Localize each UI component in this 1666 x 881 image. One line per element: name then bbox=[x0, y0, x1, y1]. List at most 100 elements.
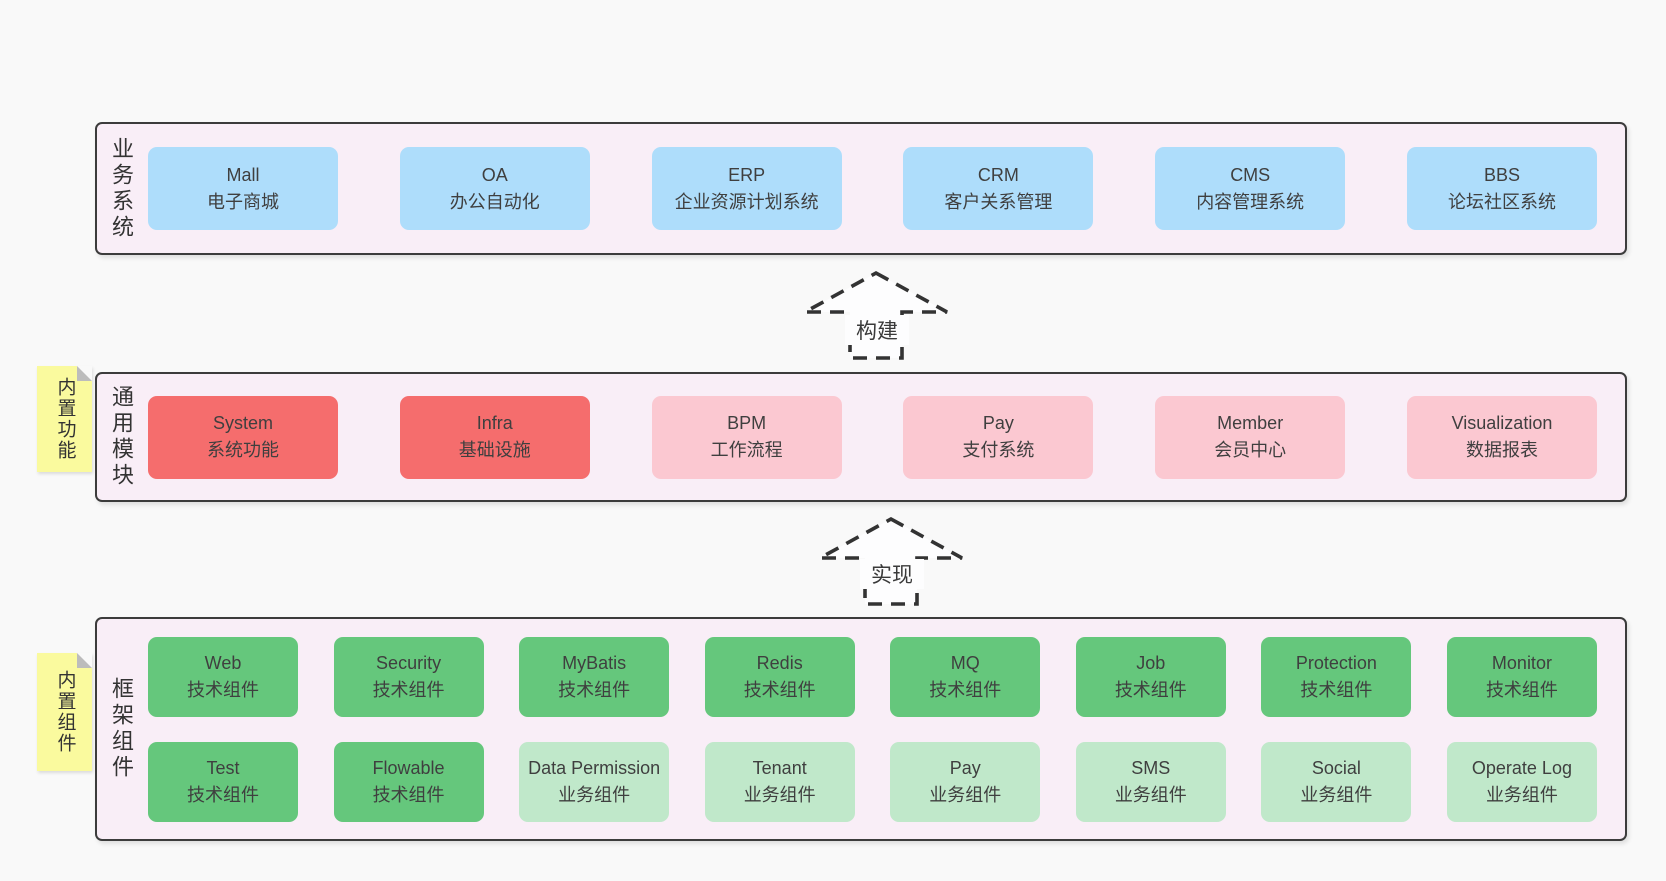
node-security: Security 技术组件 bbox=[333, 636, 484, 717]
node-title: Protection bbox=[1295, 652, 1377, 673]
node-mq: MQ 技术组件 bbox=[890, 636, 1041, 717]
node-title: Member bbox=[1217, 413, 1284, 433]
node-web: Web 技术组件 bbox=[148, 636, 298, 717]
node-subtitle: 系统功能 bbox=[207, 440, 279, 460]
node-subtitle: 技术组件 bbox=[187, 679, 259, 700]
node-pay: Pay 支付系统 bbox=[903, 395, 1094, 479]
section-framework-components: 框架组件 Web 技术组件 Security 技术组件 MyBatis 技术组件… bbox=[95, 617, 1627, 841]
node-title: SMS bbox=[1131, 757, 1171, 778]
node-title: Security bbox=[376, 652, 442, 673]
node-job: Job 技术组件 bbox=[1075, 636, 1226, 717]
node-sms: SMS 业务组件 bbox=[1075, 741, 1226, 822]
node-data-permission: Data Permission 业务组件 bbox=[519, 741, 670, 822]
node-title: Flowable bbox=[372, 757, 445, 778]
node-subtitle: 业务组件 bbox=[929, 784, 1002, 805]
component-row-2: Test 技术组件 Flowable 技术组件 Data Permission … bbox=[148, 741, 1597, 822]
node-subtitle: 技术组件 bbox=[743, 679, 816, 700]
node-social: Social 业务组件 bbox=[1261, 741, 1412, 822]
sticky-tag-builtin-components: 内置组件 bbox=[37, 653, 92, 771]
node-test: Test 技术组件 bbox=[148, 741, 298, 822]
sticky-tag-builtin-features: 内置功能 bbox=[37, 366, 92, 472]
node-title: Tenant bbox=[752, 757, 807, 778]
node-redis: Redis 技术组件 bbox=[704, 636, 855, 717]
node-infra: Infra 基础设施 bbox=[399, 395, 590, 479]
sticky-tag-label: 内置组件 bbox=[54, 670, 76, 754]
component-row-1: Web 技术组件 Security 技术组件 MyBatis 技术组件 Redi… bbox=[148, 636, 1597, 717]
component-rows: Web 技术组件 Security 技术组件 MyBatis 技术组件 Redi… bbox=[148, 636, 1597, 822]
section-common-modules: 通用模块 System 系统功能 Infra 基础设施 BPM 工作流程 Pay… bbox=[95, 372, 1627, 502]
node-subtitle: 数据报表 bbox=[1465, 440, 1538, 460]
section-label-modules: 通用模块 bbox=[109, 385, 134, 489]
node-subtitle: 内容管理系统 bbox=[1196, 191, 1305, 212]
node-monitor: Monitor 技术组件 bbox=[1446, 636, 1597, 717]
node-title: BBS bbox=[1483, 164, 1520, 185]
arrow-label-build: 构建 bbox=[845, 315, 909, 345]
node-title: Monitor bbox=[1491, 652, 1552, 673]
node-title: Web bbox=[204, 652, 242, 673]
node-subtitle: 业务组件 bbox=[1485, 784, 1558, 805]
node-subtitle: 技术组件 bbox=[558, 679, 631, 700]
node-subtitle: 技术组件 bbox=[929, 679, 1002, 700]
node-subtitle: 业务组件 bbox=[743, 784, 816, 805]
node-flowable: Flowable 技术组件 bbox=[333, 741, 484, 822]
node-subtitle: 技术组件 bbox=[1300, 679, 1373, 700]
node-operate-log: Operate Log 业务组件 bbox=[1446, 741, 1597, 822]
node-subtitle: 客户关系管理 bbox=[944, 191, 1053, 212]
node-title: Mall bbox=[226, 164, 260, 185]
node-subtitle: 业务组件 bbox=[558, 784, 631, 805]
node-member: Member 会员中心 bbox=[1155, 395, 1346, 479]
node-pay-biz: Pay 业务组件 bbox=[890, 741, 1041, 822]
node-title: Visualization bbox=[1451, 413, 1553, 433]
node-title: MQ bbox=[950, 652, 980, 673]
section-business-systems: 业务系统 Mall 电子商城 OA 办公自动化 ERP 企业资源计划系统 CRM… bbox=[95, 122, 1627, 255]
node-bbs: BBS 论坛社区系统 bbox=[1406, 147, 1597, 230]
node-title: Data Permission bbox=[528, 757, 661, 778]
node-title: CRM bbox=[977, 164, 1019, 185]
node-title: Job bbox=[1136, 652, 1166, 673]
node-title: OA bbox=[481, 164, 508, 185]
node-title: Pay bbox=[982, 413, 1014, 433]
node-subtitle: 论坛社区系统 bbox=[1447, 191, 1556, 212]
node-subtitle: 办公自动化 bbox=[449, 191, 540, 212]
node-subtitle: 技术组件 bbox=[372, 784, 445, 805]
node-subtitle: 技术组件 bbox=[1485, 679, 1558, 700]
node-erp: ERP 企业资源计划系统 bbox=[651, 147, 842, 230]
node-protection: Protection 技术组件 bbox=[1261, 636, 1412, 717]
node-title: Test bbox=[206, 757, 240, 778]
node-subtitle: 基础设施 bbox=[458, 440, 531, 460]
node-subtitle: 企业资源计划系统 bbox=[674, 191, 819, 212]
node-title: System bbox=[212, 413, 273, 433]
node-subtitle: 技术组件 bbox=[372, 679, 445, 700]
node-mall: Mall 电子商城 bbox=[148, 147, 338, 230]
node-title: ERP bbox=[728, 164, 766, 185]
node-cms: CMS 内容管理系统 bbox=[1155, 147, 1346, 230]
node-subtitle: 技术组件 bbox=[1114, 679, 1187, 700]
node-subtitle: 电子商城 bbox=[207, 191, 279, 212]
node-title: BPM bbox=[727, 413, 767, 433]
node-subtitle: 业务组件 bbox=[1114, 784, 1187, 805]
node-subtitle: 会员中心 bbox=[1214, 440, 1287, 460]
node-subtitle: 技术组件 bbox=[187, 784, 259, 805]
node-title: Pay bbox=[949, 757, 981, 778]
module-boxes: System 系统功能 Infra 基础设施 BPM 工作流程 Pay 支付系统… bbox=[148, 395, 1597, 479]
node-title: Redis bbox=[756, 652, 803, 673]
node-crm: CRM 客户关系管理 bbox=[903, 147, 1094, 230]
node-subtitle: 工作流程 bbox=[710, 440, 783, 460]
business-boxes: Mall 电子商城 OA 办公自动化 ERP 企业资源计划系统 CRM 客户关系… bbox=[148, 147, 1597, 230]
node-subtitle: 业务组件 bbox=[1300, 784, 1373, 805]
node-mybatis: MyBatis 技术组件 bbox=[519, 636, 670, 717]
node-bpm: BPM 工作流程 bbox=[651, 395, 842, 479]
node-system: System 系统功能 bbox=[148, 395, 338, 479]
node-visualization: Visualization 数据报表 bbox=[1406, 395, 1597, 479]
node-title: Infra bbox=[476, 413, 513, 433]
arrow-label-implement: 实现 bbox=[860, 559, 924, 589]
section-label-components: 框架组件 bbox=[109, 677, 134, 781]
node-tenant: Tenant 业务组件 bbox=[704, 741, 855, 822]
node-title: MyBatis bbox=[562, 652, 627, 673]
node-title: CMS bbox=[1230, 164, 1271, 185]
node-subtitle: 支付系统 bbox=[962, 440, 1035, 460]
node-title: Operate Log bbox=[1471, 757, 1572, 778]
sticky-tag-label: 内置功能 bbox=[54, 377, 76, 461]
node-title: Social bbox=[1311, 757, 1361, 778]
